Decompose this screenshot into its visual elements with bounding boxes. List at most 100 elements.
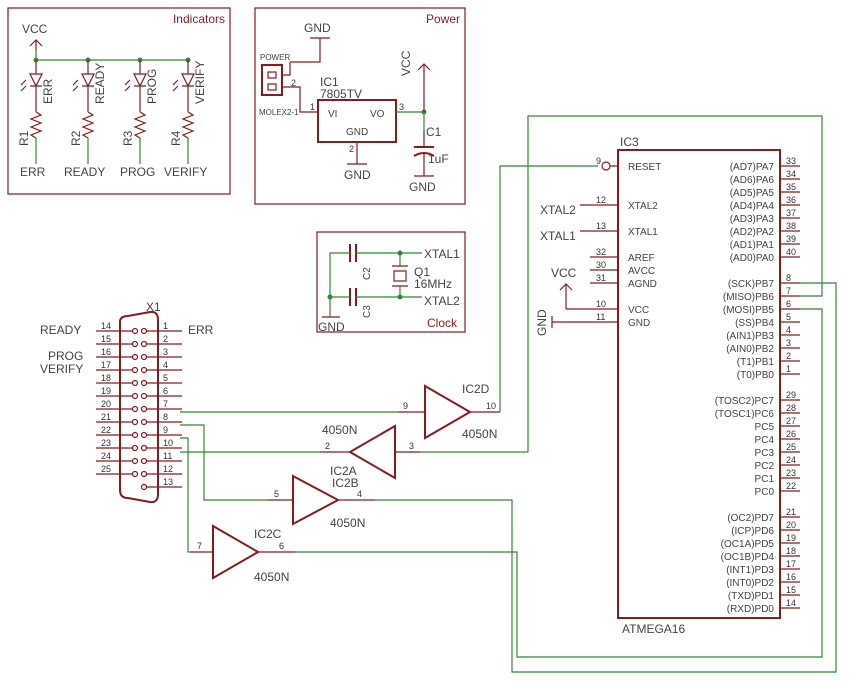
signal-nets bbox=[180, 115, 837, 673]
mcu-right-pin-label: (AD4)PA4 bbox=[730, 201, 775, 212]
x1-left-pin-num: 16 bbox=[101, 347, 111, 357]
ic2c-buffer-icon bbox=[212, 524, 260, 580]
buffer-ic2c: IC2C 4050N 7 6 bbox=[190, 524, 295, 584]
mcu-gnd-symbol bbox=[551, 316, 590, 328]
x1-name: X1 bbox=[146, 300, 161, 314]
svg-text:9: 9 bbox=[403, 401, 408, 411]
mcu-right-pin-num: 20 bbox=[786, 520, 796, 530]
x1-connector: X1 1415161718192021222324251234567891011… bbox=[40, 300, 214, 504]
mcu-right-pin-label: (AD5)PA5 bbox=[730, 188, 775, 199]
crystal-plates-icon bbox=[392, 265, 408, 287]
mcu-right-pin-num: 6 bbox=[786, 299, 791, 309]
mcu-right-pin-num: 24 bbox=[786, 455, 796, 465]
mcu-right-pin-num: 8 bbox=[786, 273, 791, 283]
mcu-right-pin-num: 18 bbox=[786, 546, 796, 556]
indicators-section: Indicators VCC ERRR1ERRREADYR2READYPROGR… bbox=[7, 7, 231, 195]
mcu-right-pin-label: (MISO)PB6 bbox=[723, 292, 775, 303]
led-emission-icon bbox=[72, 79, 79, 92]
mcu-right-pin-label: PC0 bbox=[755, 487, 775, 498]
c2-icon bbox=[349, 244, 357, 262]
x1-left-pin-num: 21 bbox=[101, 412, 111, 422]
mcu-right-pin-label: (AD1)PA1 bbox=[730, 240, 775, 251]
connector-pin-1-icon bbox=[267, 83, 277, 91]
mcu-right-pin-label: (ICP)PD6 bbox=[731, 526, 774, 537]
mcu-ext-xtal1: XTAL1 bbox=[540, 229, 576, 243]
clock-xtal2-label: XTAL2 bbox=[424, 294, 460, 308]
x1-net-ready: READY bbox=[40, 323, 81, 337]
mcu-left-pin-label: RESET bbox=[628, 162, 661, 173]
connector-part: MOLEX2-1 bbox=[259, 108, 299, 117]
atmega16: IC3 ATMEGA16 9RESET12XTAL213XTAL132AREF3… bbox=[535, 135, 800, 636]
clock-gnd-label: GND bbox=[318, 320, 345, 334]
mcu-right-pin-num: 25 bbox=[786, 442, 796, 452]
mcu-right-pin-num: 21 bbox=[786, 507, 796, 517]
mcu-right-pin-label: (AD2)PA2 bbox=[730, 227, 775, 238]
mcu-right-pin-label: PC1 bbox=[755, 474, 775, 485]
clock-title: Clock bbox=[427, 316, 458, 330]
x1-right-pin-num: 1 bbox=[163, 321, 168, 331]
clock-frame bbox=[316, 231, 466, 333]
led-label: ERR bbox=[41, 78, 55, 104]
x1-left-pin-num: 19 bbox=[101, 386, 111, 396]
mcu-right-pin-label: (RXD)PD0 bbox=[727, 604, 775, 615]
x1-right-pin-num: 2 bbox=[163, 334, 168, 344]
x1-net-verify: VERIFY bbox=[40, 362, 83, 376]
mcu-right-pin-label: PC5 bbox=[755, 422, 775, 433]
mcu-right-pin-num: 37 bbox=[786, 208, 796, 218]
mcu-right-pin-num: 19 bbox=[786, 533, 796, 543]
mcu-right-pin-label: (SCK)PB7 bbox=[728, 279, 775, 290]
x1-left-pin-num: 25 bbox=[101, 464, 111, 474]
c3-name: C3 bbox=[362, 305, 373, 318]
mcu-right-pin-label: (AD0)PA0 bbox=[730, 253, 775, 264]
reset-inversion-icon bbox=[601, 161, 611, 171]
led-emission-icon bbox=[172, 79, 179, 92]
mcu-right-pin-num: 28 bbox=[786, 403, 796, 413]
x1-net-err: ERR bbox=[188, 323, 214, 337]
mcu-left-pin-label: XTAL2 bbox=[628, 201, 658, 212]
mcu-left-pin-label: AVCC bbox=[628, 266, 655, 277]
clock-xtal1-label: XTAL1 bbox=[424, 247, 460, 261]
c1-value: 1uF bbox=[428, 152, 449, 166]
net-sck bbox=[375, 282, 837, 673]
mcu-right-pin-num: 16 bbox=[786, 572, 796, 582]
mcu-right-pin-label: (MOSI)PB5 bbox=[723, 305, 775, 316]
mcu-ext-vcc: VCC bbox=[551, 266, 577, 280]
x1-net-prog: PROG bbox=[48, 349, 83, 363]
x1-right-pin-num: 13 bbox=[163, 477, 173, 487]
net-mosi bbox=[295, 308, 823, 658]
regulator-part: 7805TV bbox=[320, 87, 362, 101]
mcu-left-pin-num: 11 bbox=[596, 312, 605, 322]
buffer-ic2d: IC2D 4050N 9 10 bbox=[398, 382, 500, 441]
connector-pin2-wire bbox=[282, 62, 291, 76]
resistor-name: R4 bbox=[169, 130, 183, 146]
connector-pin1-wire bbox=[282, 86, 318, 113]
mcu-right-pin-label: (AIN1)PB3 bbox=[726, 331, 774, 342]
power-vcc-arrow-icon bbox=[417, 63, 431, 112]
vcc-arrow-icon bbox=[29, 39, 43, 50]
clock-gnd-net bbox=[329, 252, 350, 317]
ic2a-part: 4050N bbox=[322, 423, 357, 437]
x1-left-pin-num: 22 bbox=[101, 425, 111, 435]
led-label: VERIFY bbox=[193, 61, 207, 104]
mcu-right-pin-label: (OC1A)PD5 bbox=[721, 539, 775, 550]
svg-text:3: 3 bbox=[409, 441, 414, 451]
resistor-name: R1 bbox=[17, 130, 31, 146]
svg-text:4: 4 bbox=[357, 489, 362, 499]
led-emission-icon bbox=[20, 79, 27, 92]
mcu-right-pin-label: (TOSC2)PC7 bbox=[715, 396, 775, 407]
svg-text:7: 7 bbox=[197, 541, 202, 551]
indicators-vcc-label: VCC bbox=[22, 22, 48, 36]
mcu-left-pin-num: 13 bbox=[596, 221, 606, 231]
resistor-icon bbox=[181, 111, 195, 139]
mcu-right-pin-num: 40 bbox=[786, 247, 796, 257]
mcu-right-pin-label: (T1)PB1 bbox=[737, 357, 775, 368]
mcu-right-pin-num: 15 bbox=[786, 585, 796, 595]
svg-text:2: 2 bbox=[349, 144, 354, 154]
net-reset bbox=[499, 165, 598, 412]
net-miso bbox=[420, 115, 823, 453]
regulator-vo: VO bbox=[370, 109, 385, 120]
indicators-vcc-net bbox=[35, 50, 188, 61]
resistor-name: R2 bbox=[69, 130, 83, 146]
